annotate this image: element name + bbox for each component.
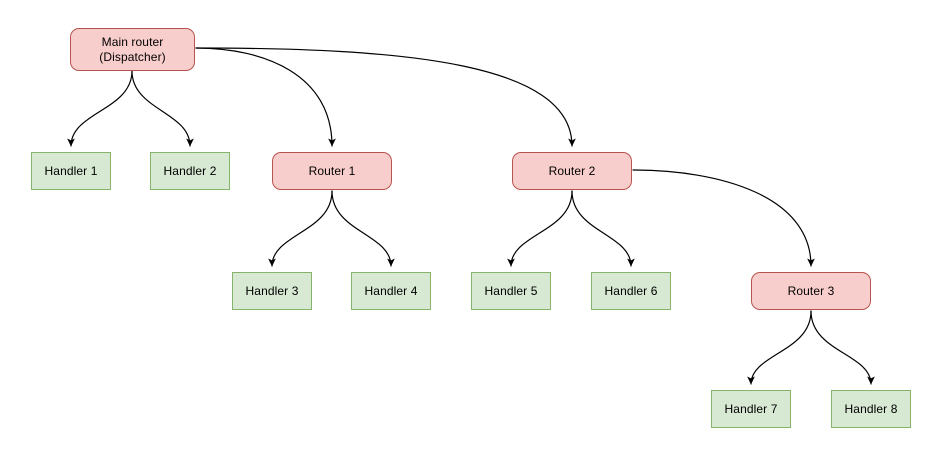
edge-router-2-to-handler-5 [507,190,573,267]
edge-router-2-to-router-3 [632,169,815,267]
edge-router-1-to-handler-3 [268,190,333,267]
node-handler-3[interactable]: Handler 3 [232,272,312,310]
node-handler-2[interactable]: Handler 2 [150,152,230,190]
node-router-2[interactable]: Router 2 [512,152,632,190]
node-label-main-router: Main router (Dispatcher) [99,34,166,64]
edge-router-2-to-handler-6 [571,190,635,267]
edge-main-to-handler-2 [131,70,194,147]
node-handler-1[interactable]: Handler 1 [31,152,111,190]
node-label-router-2: Router 2 [548,163,596,178]
edge-main-to-handler-1 [67,70,133,147]
node-main-router[interactable]: Main router (Dispatcher) [70,28,195,71]
node-label-handler-8: Handler 8 [844,401,898,416]
edge-router-3-to-handler-7 [747,310,812,385]
edge-group [67,47,875,385]
node-handler-8[interactable]: Handler 8 [831,390,911,428]
node-label-router-3: Router 3 [787,283,835,298]
node-label-handler-4: Handler 4 [364,283,418,298]
node-router-1[interactable]: Router 1 [272,152,392,190]
edge-main-to-router-1 [195,47,336,147]
node-label-handler-2: Handler 2 [163,163,217,178]
node-handler-5[interactable]: Handler 5 [471,272,551,310]
node-router-3[interactable]: Router 3 [751,272,871,310]
node-handler-4[interactable]: Handler 4 [351,272,431,310]
node-label-handler-3: Handler 3 [245,283,299,298]
edge-router-1-to-handler-4 [331,190,395,267]
node-label-handler-6: Handler 6 [604,283,658,298]
edge-main-to-router-2 [195,47,576,147]
edge-router-3-to-handler-8 [810,310,875,385]
node-handler-7[interactable]: Handler 7 [711,390,791,428]
node-label-handler-1: Handler 1 [44,163,98,178]
node-handler-6[interactable]: Handler 6 [591,272,671,310]
node-label-handler-5: Handler 5 [484,283,538,298]
node-label-handler-7: Handler 7 [724,401,778,416]
node-label-router-1: Router 1 [308,163,356,178]
